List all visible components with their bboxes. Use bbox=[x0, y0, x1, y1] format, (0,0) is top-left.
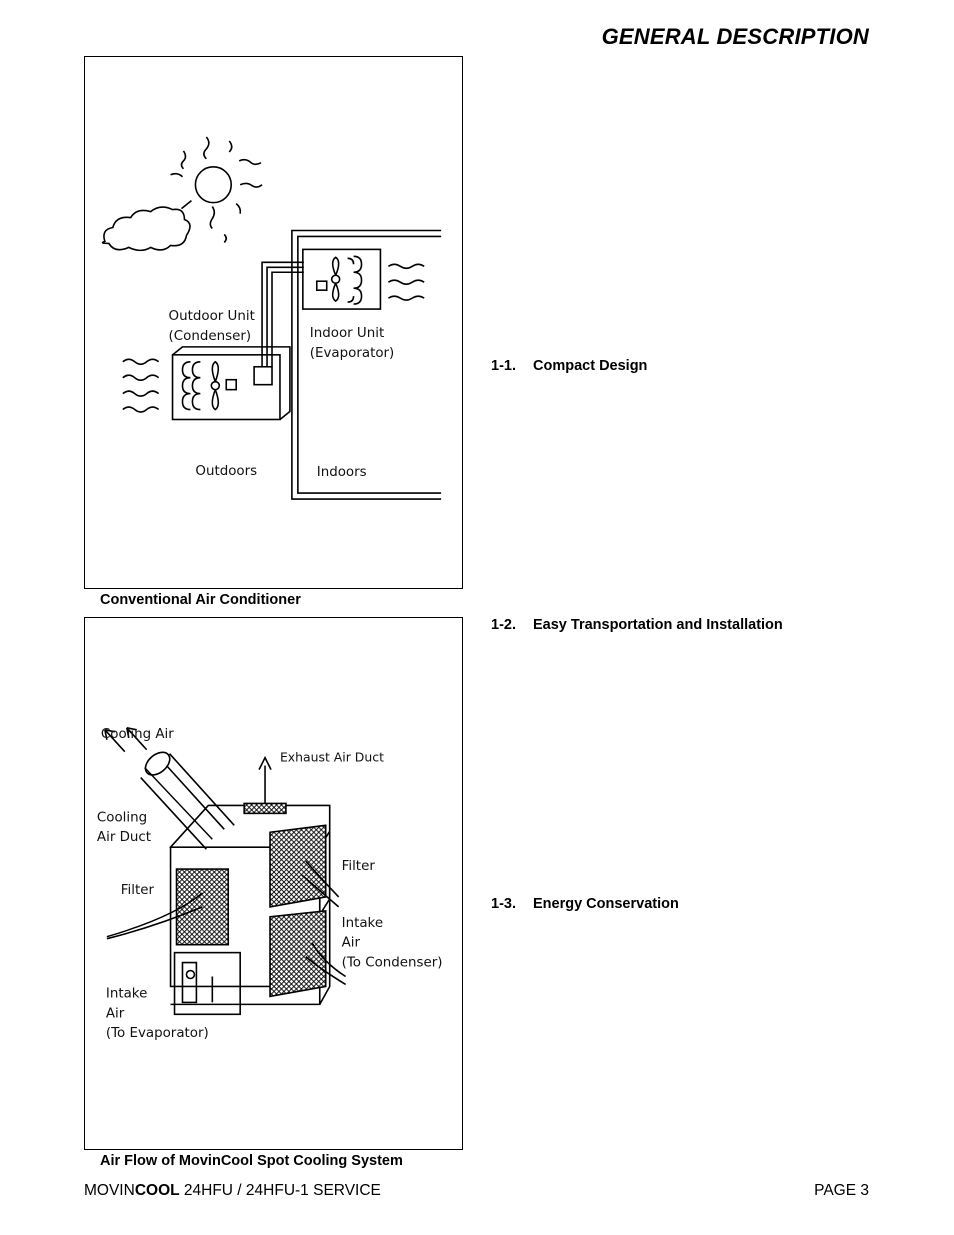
figure1-caption: Conventional Air Conditioner bbox=[100, 592, 301, 608]
section-heading-transportation: 1-2. Easy Transportation and Installation bbox=[491, 617, 783, 633]
conventional-ac-illustration: Outdoor Unit (Condenser) Indoor Unit (Ev… bbox=[101, 136, 442, 500]
movincool-airflow-illustration: Cooling Air Exhaust Air Duct Cooling Air… bbox=[97, 727, 443, 1041]
label-intake-evap-3: (To Evaporator) bbox=[106, 1026, 209, 1041]
label-exhaust-duct: Exhaust Air Duct bbox=[280, 750, 384, 765]
figure2-caption: Air Flow of MovinCool Spot Cooling Syste… bbox=[100, 1153, 403, 1169]
label-cooling-duct-1: Cooling bbox=[97, 810, 147, 825]
label-intake-cond-1: Intake bbox=[342, 916, 383, 931]
label-intake-cond-3: (To Condenser) bbox=[342, 956, 443, 971]
section-number: 1-2. bbox=[491, 617, 516, 633]
label-cooling-duct-2: Air Duct bbox=[97, 830, 151, 845]
label-intake-evap-2: Air bbox=[106, 1006, 125, 1021]
section-title: Compact Design bbox=[533, 358, 648, 374]
label-intake-evap-1: Intake bbox=[106, 986, 147, 1001]
section-number: 1-1. bbox=[491, 358, 516, 374]
label-outdoors: Outdoors bbox=[195, 464, 257, 479]
brand-bold: COOL bbox=[134, 1182, 180, 1199]
label-outdoor-unit: Outdoor Unit bbox=[169, 309, 255, 324]
label-evaporator: (Evaporator) bbox=[310, 346, 395, 361]
section-heading-compact-design: 1-1. Compact Design bbox=[491, 358, 647, 374]
movincool-airflow-figure: Cooling Air Exhaust Air Duct Cooling Air… bbox=[84, 617, 463, 1150]
sun-illustration bbox=[194, 166, 233, 204]
footer-model: MOVINCOOL 24HFU / 24HFU-1 SERVICE bbox=[84, 1182, 381, 1200]
brand-prefix: MOVIN bbox=[84, 1182, 135, 1199]
label-filter-right: Filter bbox=[342, 859, 376, 874]
label-cooling-air: Cooling Air bbox=[101, 727, 174, 742]
label-indoors: Indoors bbox=[317, 465, 367, 480]
conventional-ac-figure: Outdoor Unit (Condenser) Indoor Unit (Ev… bbox=[84, 56, 463, 589]
page-number: PAGE 3 bbox=[814, 1182, 869, 1199]
section-title: Easy Transportation and Installation bbox=[533, 617, 783, 633]
page-title: GENERAL DESCRIPTION bbox=[601, 24, 869, 49]
section-title: Energy Conservation bbox=[533, 896, 679, 912]
label-intake-cond-2: Air bbox=[342, 936, 361, 951]
section-heading-energy: 1-3. Energy Conservation bbox=[491, 896, 679, 912]
label-filter-left: Filter bbox=[121, 883, 155, 898]
exhaust-arrow-icon bbox=[258, 755, 272, 804]
model-text: 24HFU / 24HFU-1 SERVICE bbox=[179, 1182, 381, 1199]
label-indoor-unit: Indoor Unit bbox=[310, 326, 384, 341]
label-condenser: (Condenser) bbox=[169, 329, 252, 344]
cloud-illustration bbox=[101, 206, 191, 252]
section-number: 1-3. bbox=[491, 896, 516, 912]
